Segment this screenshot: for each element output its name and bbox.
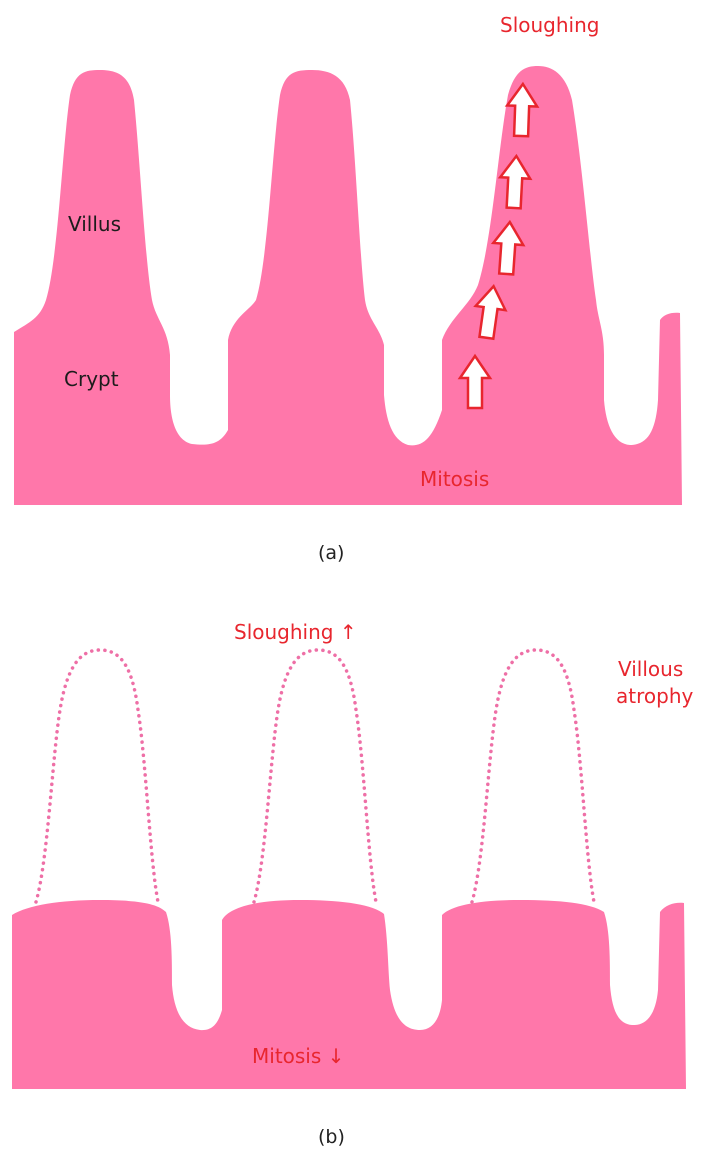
panel-b-tissue	[12, 900, 686, 1089]
villous-atrophy-label-line2: atrophy	[616, 684, 693, 708]
villous-atrophy-label-line1: Villous	[618, 657, 683, 681]
panel-a-tissue	[14, 66, 682, 505]
dotted-villus-outline-1	[36, 650, 158, 902]
panel-a: Villus Crypt Sloughing Mitosis (a)	[14, 13, 682, 564]
sloughing-label-b: Sloughing ↑	[234, 620, 357, 644]
dotted-villus-outline-2	[254, 650, 376, 902]
crypt-label: Crypt	[64, 367, 119, 391]
mitosis-label-b: Mitosis ↓	[252, 1044, 344, 1068]
mitosis-label-a: Mitosis	[420, 467, 489, 491]
villus-label: Villus	[68, 212, 121, 236]
sloughing-label-a: Sloughing	[500, 13, 599, 37]
panel-b: Sloughing ↑ Villous atrophy Mitosis ↓ (b…	[12, 620, 693, 1148]
dotted-villus-outline-3	[472, 650, 594, 902]
panel-a-label: (a)	[318, 542, 344, 564]
panel-b-label: (b)	[318, 1126, 345, 1148]
